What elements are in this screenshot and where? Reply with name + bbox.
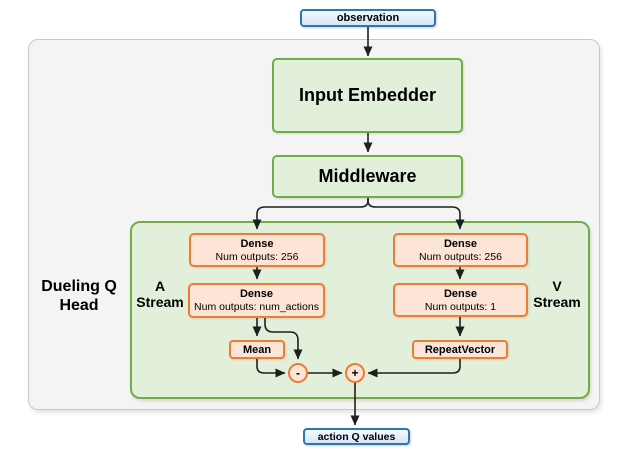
a-stream-label: A Stream (125, 278, 195, 310)
a-stream-label-line1: A (154, 278, 166, 294)
dueling-q-head-label-line2: Head (59, 297, 99, 314)
dense-a2-title: Dense (239, 288, 274, 300)
v-stream-label-line2: Stream (533, 294, 581, 310)
action-q-values-node: action Q values (303, 428, 410, 445)
dense-a1-node: Dense Num outputs: 256 (189, 233, 325, 267)
dense-v1-subtitle: Num outputs: 256 (419, 250, 502, 263)
dueling-q-head-label: Dueling Q Head (24, 277, 134, 315)
middleware-label: Middleware (318, 166, 417, 186)
mean-label: Mean (242, 343, 272, 356)
repeat-vector-label: RepeatVector (424, 343, 496, 356)
input-embedder-node: Input Embedder (272, 58, 463, 133)
add-operator-label: + (351, 366, 359, 380)
dense-a2-node: Dense Num outputs: num_actions (188, 283, 325, 318)
middleware-node: Middleware (272, 155, 463, 198)
dense-v2-subtitle: Num outputs: 1 (424, 300, 497, 313)
subtract-operator-label: - (296, 366, 300, 380)
a-stream-label-line2: Stream (136, 294, 184, 310)
input-embedder-label: Input Embedder (298, 85, 436, 105)
dense-v2-node: Dense Num outputs: 1 (393, 283, 528, 317)
dueling-q-head-label-line1: Dueling Q (41, 278, 117, 295)
add-operator-node: + (345, 363, 365, 383)
dense-a1-subtitle: Num outputs: 256 (215, 250, 299, 263)
dense-a1-title: Dense (240, 237, 274, 250)
v-stream-label: V Stream (522, 278, 592, 310)
observation-label: observation (336, 12, 400, 24)
repeat-vector-node: RepeatVector (412, 340, 508, 359)
dense-v2-title: Dense (443, 287, 478, 300)
dense-v1-node: Dense Num outputs: 256 (393, 233, 528, 267)
observation-node: observation (300, 9, 436, 27)
mean-node: Mean (229, 340, 285, 359)
action-q-values-label: action Q values (317, 430, 396, 443)
dense-a2-subtitle: Num outputs: num_actions (194, 301, 319, 313)
subtract-operator-node: - (288, 363, 308, 383)
v-stream-label-line1: V (552, 278, 562, 294)
dense-v1-title: Dense (443, 237, 478, 250)
